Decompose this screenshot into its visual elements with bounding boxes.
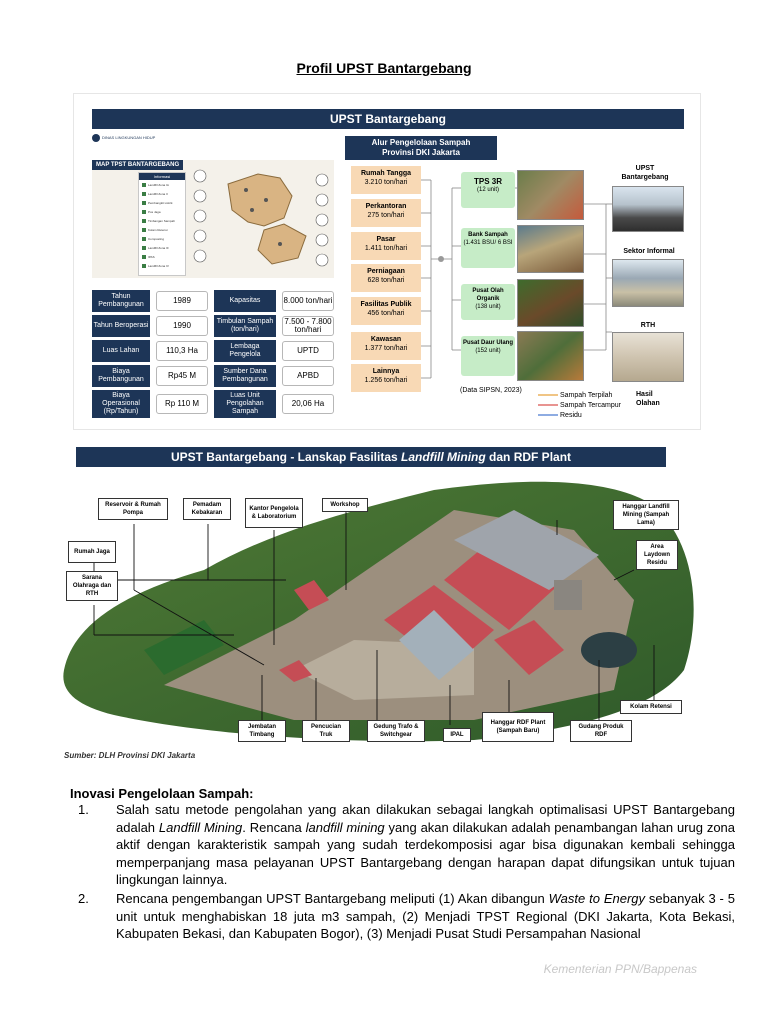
process-tps-3r: TPS 3R(12 unit) — [461, 172, 515, 208]
aerial-site-photo — [63, 481, 694, 742]
section-heading: Inovasi Pengelolaan Sampah: — [70, 786, 254, 801]
callout-kantor: Kantor Pengelola & Laboratorium — [245, 498, 303, 528]
callout-kolam: Kolam Retensi — [620, 700, 682, 714]
process-pusat-olah-organik: Pusat Olah Organik(138 unit) — [461, 284, 515, 320]
list-number: 2. — [78, 891, 89, 906]
flow-title: Alur Pengelolaan Sampah Provinsi DKI Jak… — [345, 136, 497, 160]
callout-ipal: IPAL — [443, 728, 471, 742]
callout-reservoir: Reservoir & Rumah Pompa — [98, 498, 168, 520]
rth-photo — [612, 332, 684, 382]
agency-logo: DINAS LINGKUNGAN HIDUP — [92, 134, 172, 146]
flow-connectors — [421, 179, 612, 416]
map-legend-header: Informasi — [139, 173, 185, 180]
data-source-note: (Data SIPSN, 2023) — [460, 387, 522, 394]
map-legend: Informasi Landfill Zona IA Landfill Zona… — [138, 172, 186, 276]
tps3r-photo — [517, 170, 584, 220]
upst-profile-infographic: UPST Bantargebang DINAS LINGKUNGAN HIDUP… — [73, 93, 701, 430]
infographic-banner: UPST Bantargebang — [92, 109, 684, 129]
callout-pemadam: Pemadam Kebakaran — [183, 498, 231, 520]
callout-sarana: Sarana Olahraga dan RTH — [66, 571, 118, 601]
list-item-text: Rencana pengembangan UPST Bantargebang m… — [116, 891, 735, 942]
callout-gedung: Gedung Trafo & Switchgear — [367, 720, 425, 742]
hasil-olahan-label: Hasil Olahan — [636, 391, 660, 407]
image-source: Sumber: DLH Provinsi DKI Jakarta — [64, 751, 196, 760]
callout-jembatan: Jembatan Timbang — [238, 720, 286, 742]
callout-hanggar-rdf: Hanggar RDF Plant (Sampah Baru) — [482, 712, 554, 742]
map-label: MAP TPST BANTARGEBANG — [92, 160, 184, 170]
bank-sampah-photo — [517, 225, 584, 273]
callout-pencucian: Pencucian Truk — [302, 720, 350, 742]
sektor-informal-photo — [612, 259, 684, 307]
callout-rumah-jaga: Rumah Jaga — [68, 541, 116, 563]
line-legend: Sampah Terpilah Sampah Tercampur Residu — [560, 392, 621, 419]
output-rth-label: RTH — [640, 322, 656, 329]
callout-hanggar-lama: Hanggar Landfill Mining (Sampah Lama) — [613, 500, 679, 530]
callout-gudang: Gudang Produk RDF — [570, 720, 632, 742]
agency-emblem-icon — [92, 134, 100, 142]
callout-workshop: Workshop — [322, 498, 368, 512]
footer-watermark: Kementerian PPN/Bappenas — [543, 962, 697, 976]
output-sektor-informal-label: Sektor Informal — [623, 248, 675, 255]
daur-ulang-photo — [517, 331, 584, 381]
output-upst-label: UPST Bantargebang — [621, 165, 669, 181]
process-bank-sampah: Bank Sampah(1.431 BSU/ 6 BSI — [461, 228, 515, 268]
process-pusat-daur-ulang: Pusat Daur Ulang(152 unit) — [461, 336, 515, 376]
organik-photo — [517, 279, 584, 327]
page-title: Profil UPST Bantargebang — [296, 60, 472, 76]
callout-area-laydown: Area Laydown Residu — [636, 540, 678, 570]
list-number: 1. — [78, 802, 89, 817]
site-map-graphic — [193, 169, 329, 267]
tpst-map: MAP TPST BANTARGEBANG Informasi Landfill… — [92, 160, 334, 278]
upst-photo — [612, 186, 684, 232]
list-item-text: Salah satu metode pengolahan yang akan d… — [116, 802, 736, 888]
landscape-banner: UPST Bantargebang - Lanskap Fasilitas La… — [76, 447, 666, 467]
